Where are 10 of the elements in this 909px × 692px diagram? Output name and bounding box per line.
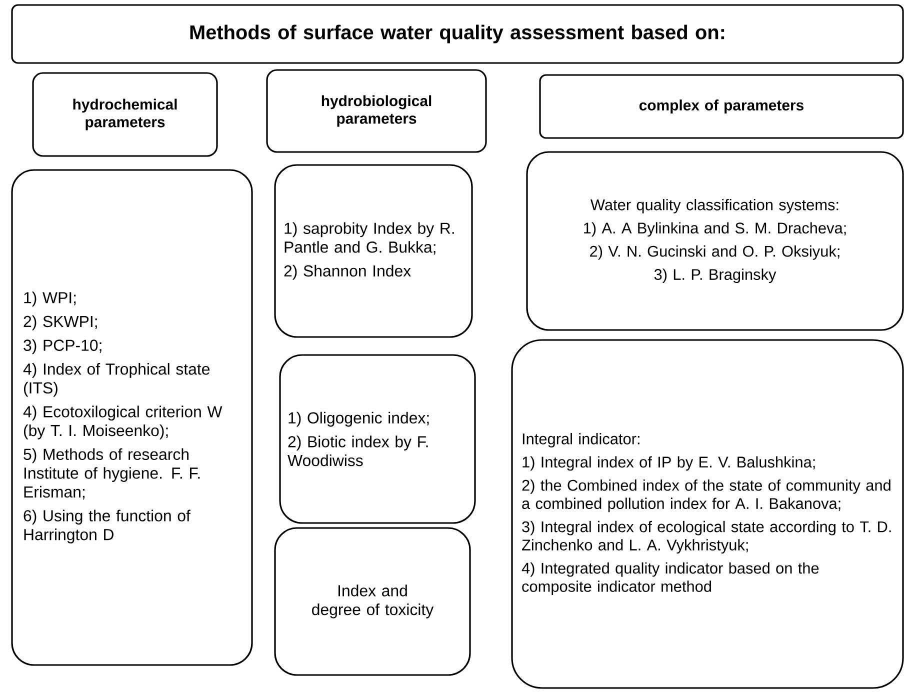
method-list-box: Water quality classification systems: 1) A. A Bylinkina and S. M. Dracheva; 2) V. N. Gucinski and O. P. Oksiyuk; 3) L. P. Braginsky: [526, 151, 904, 331]
method-list-box: 1) Oligogenic index; 2) Biotic index by F. Woodiwiss: [279, 354, 476, 524]
method-list-box: Integral indicator: 1) Integral index of IP by E. V. Balushkina; 2) the Combined index of the state of community and a combined pollution index for A. I. Bakanova; 3) Integral index of ecological state according to T. D. Zinchenko and L. A. Vykhristyuk; 4) Integrated quality indicator based on the composite indicator method: [511, 339, 904, 689]
method-list-box: 1) WPI; 2) SKWPI; 3) PCP-10; 4) Index of Trophical state (ITS) 4) Ecotoxilogical criterion W (by T. I. Moiseenko); 5) Methods of research Institute of hygiene. F. F. Erisman; 6) Using the function of Harrington D: [11, 169, 253, 666]
category-box: complex of parameters: [539, 74, 904, 139]
category-box: hydrobiological parameters: [266, 69, 487, 153]
method-list-box: 1) saprobity Index by R. Pantle and G. Bukka; 2) Shannon Index: [274, 164, 473, 338]
category-box: hydrochemical parameters: [32, 72, 218, 157]
title-box: Methods of surface water quality assessment based on:: [11, 4, 904, 64]
method-list-box: Index and degree of toxicity: [274, 527, 471, 676]
